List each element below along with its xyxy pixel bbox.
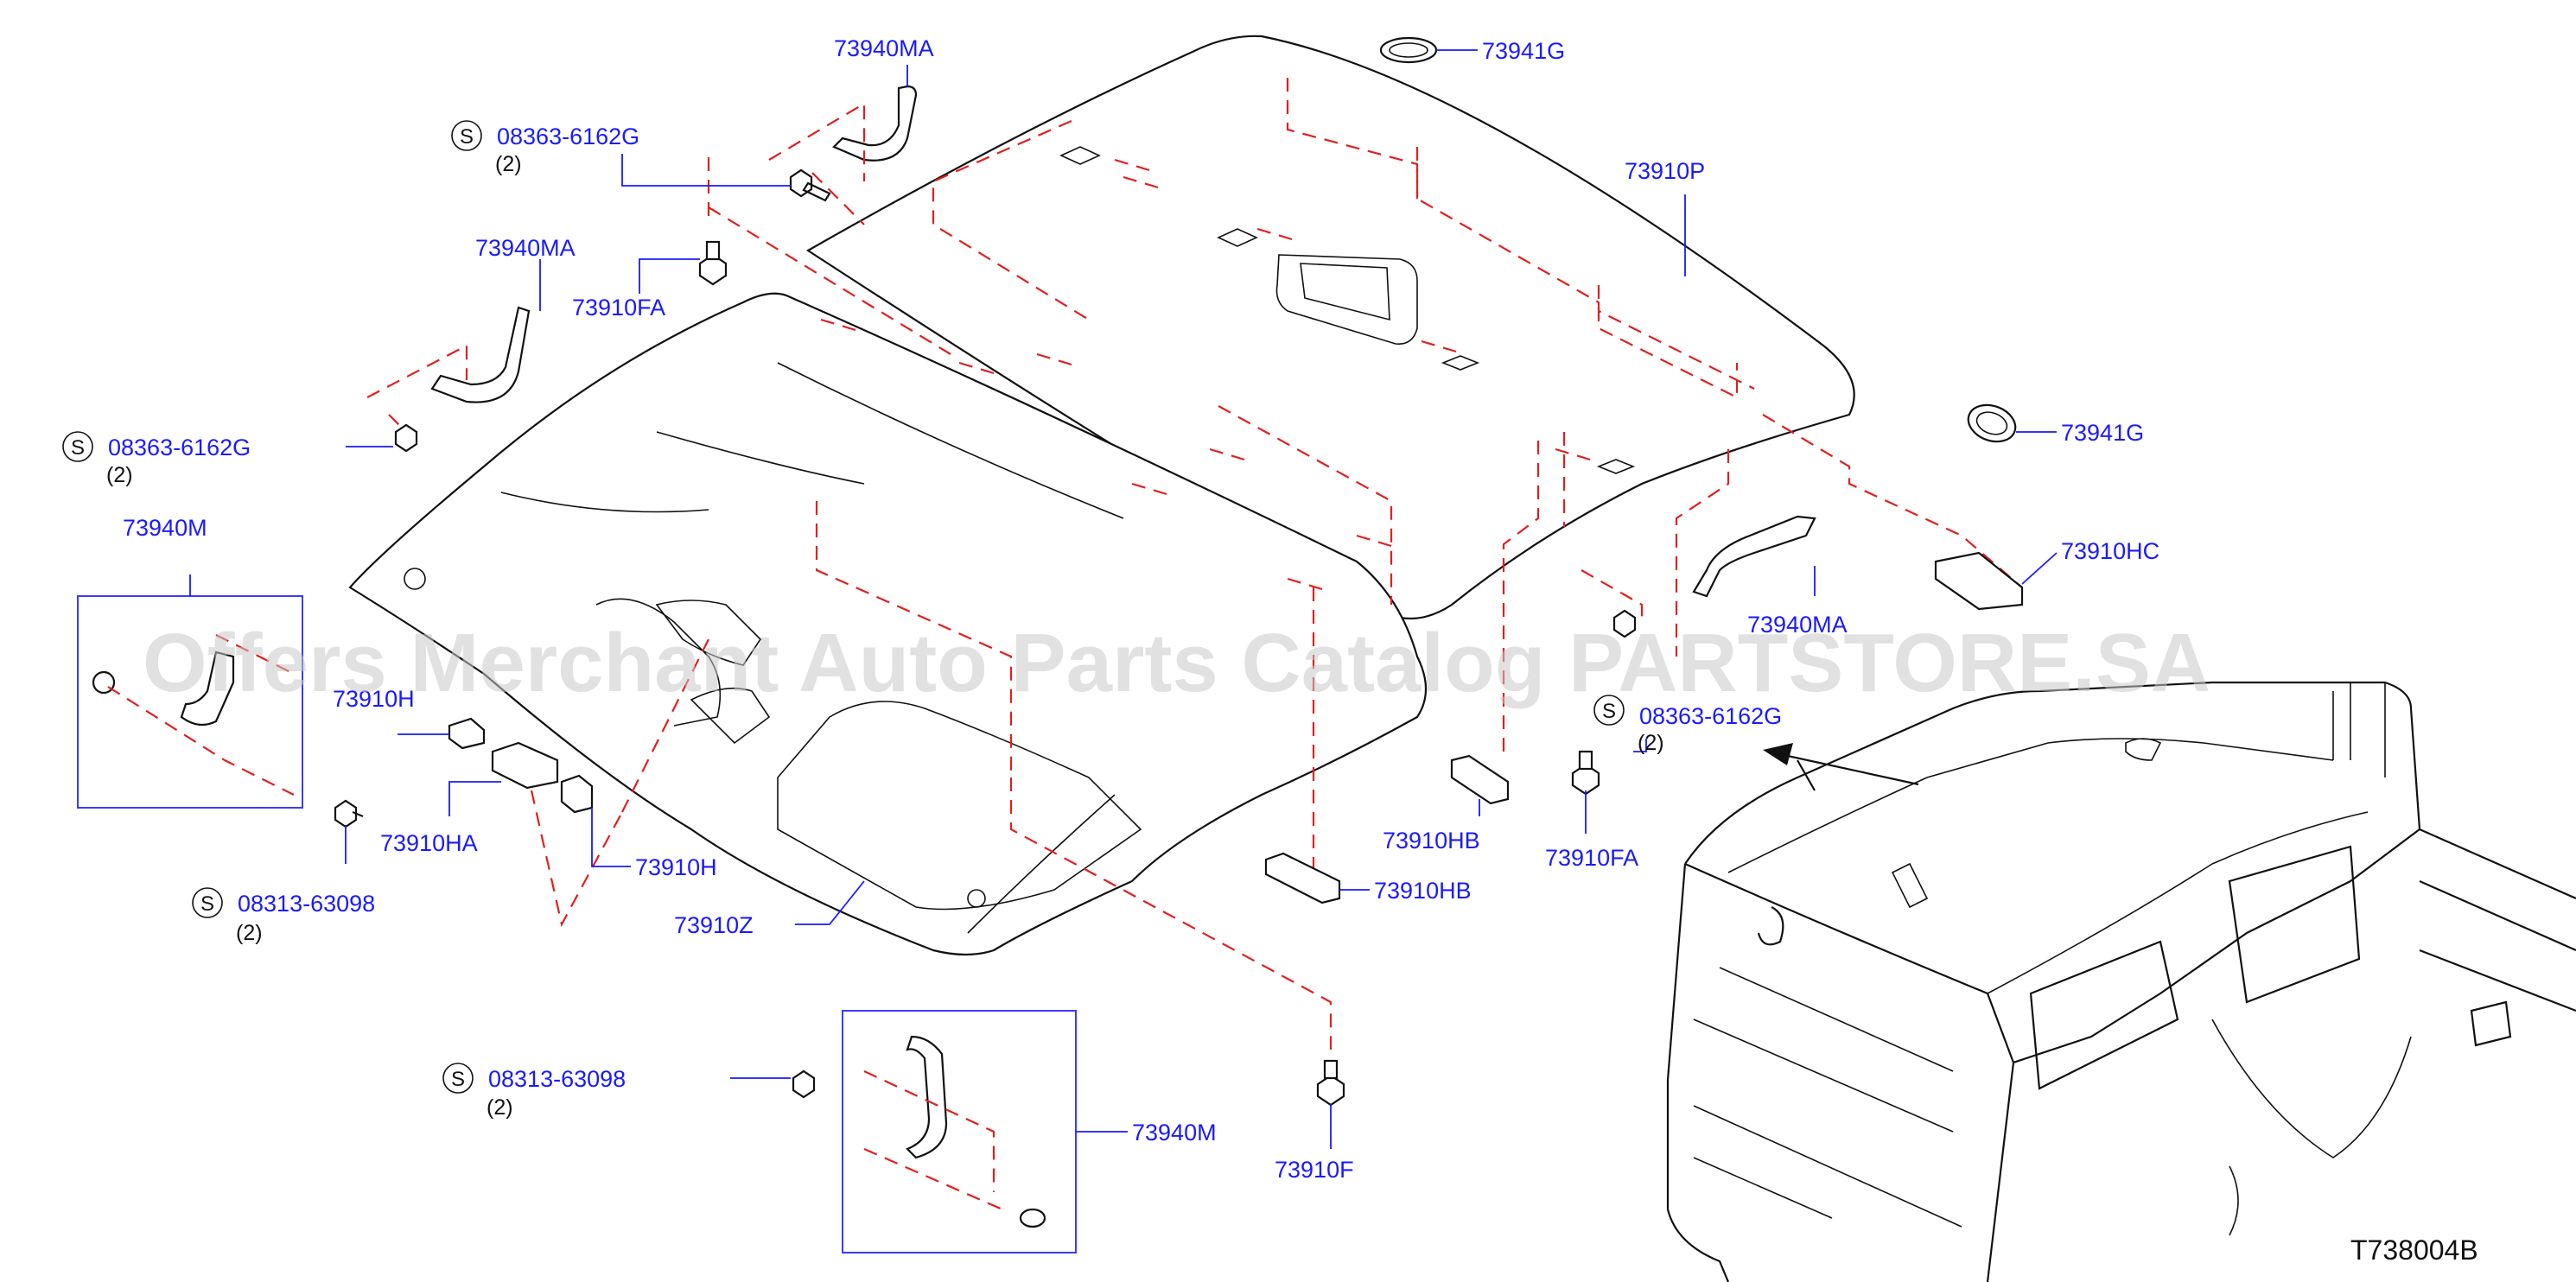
clip-73910FA-left <box>698 240 728 286</box>
label-08313-left: 08313-63098 <box>238 891 375 917</box>
grab-handle-top <box>768 85 918 225</box>
headlining-main-dashes <box>707 155 1393 1050</box>
pad-73910HA <box>491 741 559 790</box>
label-73910HC: 73910HC <box>2061 538 2159 564</box>
label-73910FA-right: 73910FA <box>1545 845 1638 871</box>
grab-handle-left <box>366 306 531 433</box>
bolt-s08313-left <box>334 799 364 828</box>
qty-08313-left: (2) <box>236 921 263 945</box>
standard-part-symbols: S S S S S <box>62 120 1625 1094</box>
watermark-text: Offers Merchant Auto Parts Catalog PARTS… <box>143 617 2210 709</box>
pad-73910H-b <box>530 638 709 928</box>
label-73940MA-right: 73940MA <box>1747 612 1848 638</box>
seal-ring-73941G-right <box>1967 403 2017 443</box>
assist-grip-box-bottom <box>842 1010 1077 1253</box>
pad-73910HB-b <box>1264 852 1341 904</box>
bolt-s08313-bottom <box>792 1069 816 1099</box>
label-73910FA-left: 73910FA <box>572 295 665 320</box>
label-73910P: 73910P <box>1625 158 1705 184</box>
label-73910H-a: 73910H <box>333 686 415 712</box>
label-73940M-left: 73940M <box>123 515 207 541</box>
qty-08363-left: (2) <box>106 463 133 487</box>
label-73940MA-top: 73940MA <box>834 35 934 61</box>
s-symbol: S <box>1602 700 1616 723</box>
label-73910H-b: 73910H <box>635 854 717 880</box>
s-symbol: S <box>451 1068 465 1091</box>
pad-73910HB-a <box>1450 754 1510 805</box>
headlining-main-panel <box>348 292 1427 956</box>
label-08313-bottom: 08313-63098 <box>488 1066 626 1092</box>
clip-73910FA-right <box>1571 750 1600 796</box>
label-73910HB-a: 73910HB <box>1383 828 1480 854</box>
seal-ring-73941G-top <box>1379 36 1438 64</box>
label-08363-left: 08363-6162G <box>108 435 251 460</box>
label-73940M-bottom: 73940M <box>1132 1120 1217 1146</box>
qty-08363-right: (2) <box>1638 731 1664 755</box>
label-73941G-top: 73941G <box>1482 38 1565 64</box>
label-08363-right: 08363-6162G <box>1639 703 1782 729</box>
s-symbol: S <box>460 125 474 149</box>
headlining-upper-dashes <box>932 78 2023 760</box>
label-73910HB-b: 73910HB <box>1374 878 1472 904</box>
truck-illustration <box>1666 681 2576 1282</box>
label-73940MA-left: 73940MA <box>475 235 576 261</box>
bolt-s08363-right <box>1612 609 1637 638</box>
s-symbol: S <box>200 892 214 916</box>
label-73941G-right: 73941G <box>2061 420 2144 446</box>
pad-73910H-a <box>448 717 486 750</box>
grab-handle-right <box>1692 515 1816 598</box>
part-labels: 73940MA 73941G 08363-6162G (2) 73910P 73… <box>106 35 2159 1183</box>
label-73910F: 73910F <box>1275 1157 1354 1183</box>
diagram-code: T738004B <box>2350 1234 2478 1266</box>
direction-arrow <box>1763 743 1919 786</box>
label-08363-top: 08363-6162G <box>497 124 639 149</box>
label-73910Z: 73910Z <box>674 912 754 938</box>
bolt-s08363-top <box>789 168 831 202</box>
qty-08313-bottom: (2) <box>487 1095 513 1120</box>
label-73910HA: 73910HA <box>380 830 478 856</box>
qty-08363-top: (2) <box>495 152 522 176</box>
pad-73910HC <box>1934 551 2024 611</box>
leader-lines <box>189 49 2058 1149</box>
s-symbol: S <box>71 436 85 460</box>
clip-73910F <box>1316 1059 1345 1107</box>
bolt-s08363-left <box>394 423 418 453</box>
